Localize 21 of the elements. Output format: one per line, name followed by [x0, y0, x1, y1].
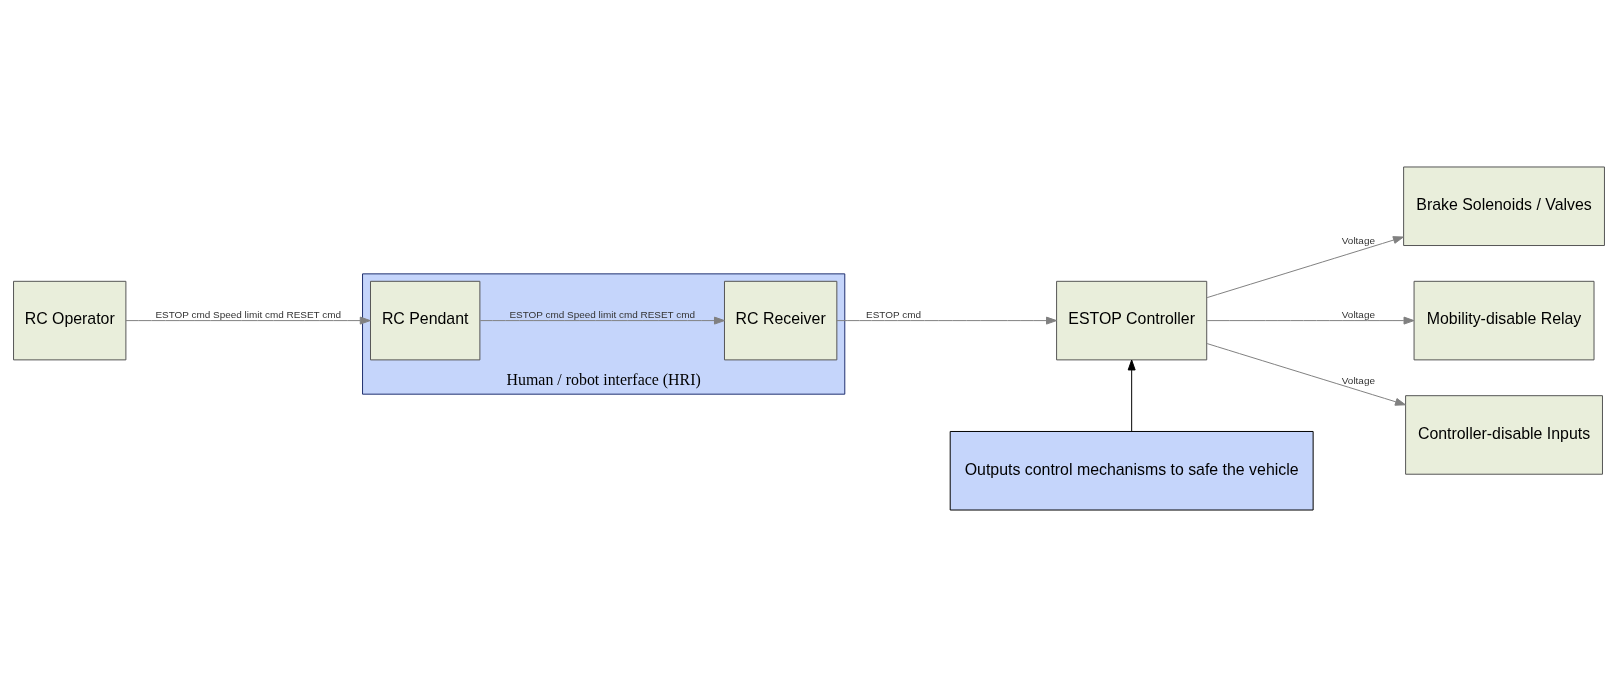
node-box: RC Receiver	[724, 280, 838, 361]
node-box: RC Operator	[13, 280, 127, 361]
arrow	[836, 316, 1057, 325]
node-box: Brake Solenoids / Valves	[1403, 166, 1605, 247]
node-box: Mobility-disable Relay	[1413, 280, 1595, 361]
edge-label: Voltage	[1341, 308, 1375, 320]
node-box: RC Pendant	[370, 280, 481, 361]
arrow	[1206, 236, 1404, 299]
arrow	[479, 316, 725, 325]
node-box: Controller-disable Inputs	[1405, 395, 1603, 475]
edge-label: Voltage	[1341, 235, 1375, 247]
node-box: Outputs control mechanisms to safe the vehicle	[949, 430, 1314, 511]
edge-label: ESTOP cmd Speed limit cmd RESET cmd	[155, 308, 341, 320]
arrow	[1206, 343, 1406, 406]
node-box: ESTOP Controller	[1056, 280, 1208, 361]
edge-label: ESTOP cmd	[866, 308, 921, 320]
edge-label: ESTOP cmd Speed limit cmd RESET cmd	[509, 308, 695, 320]
arrow	[125, 316, 371, 325]
arrow	[1206, 316, 1415, 325]
arrow	[1127, 359, 1136, 432]
edge-label: Voltage	[1341, 375, 1375, 387]
